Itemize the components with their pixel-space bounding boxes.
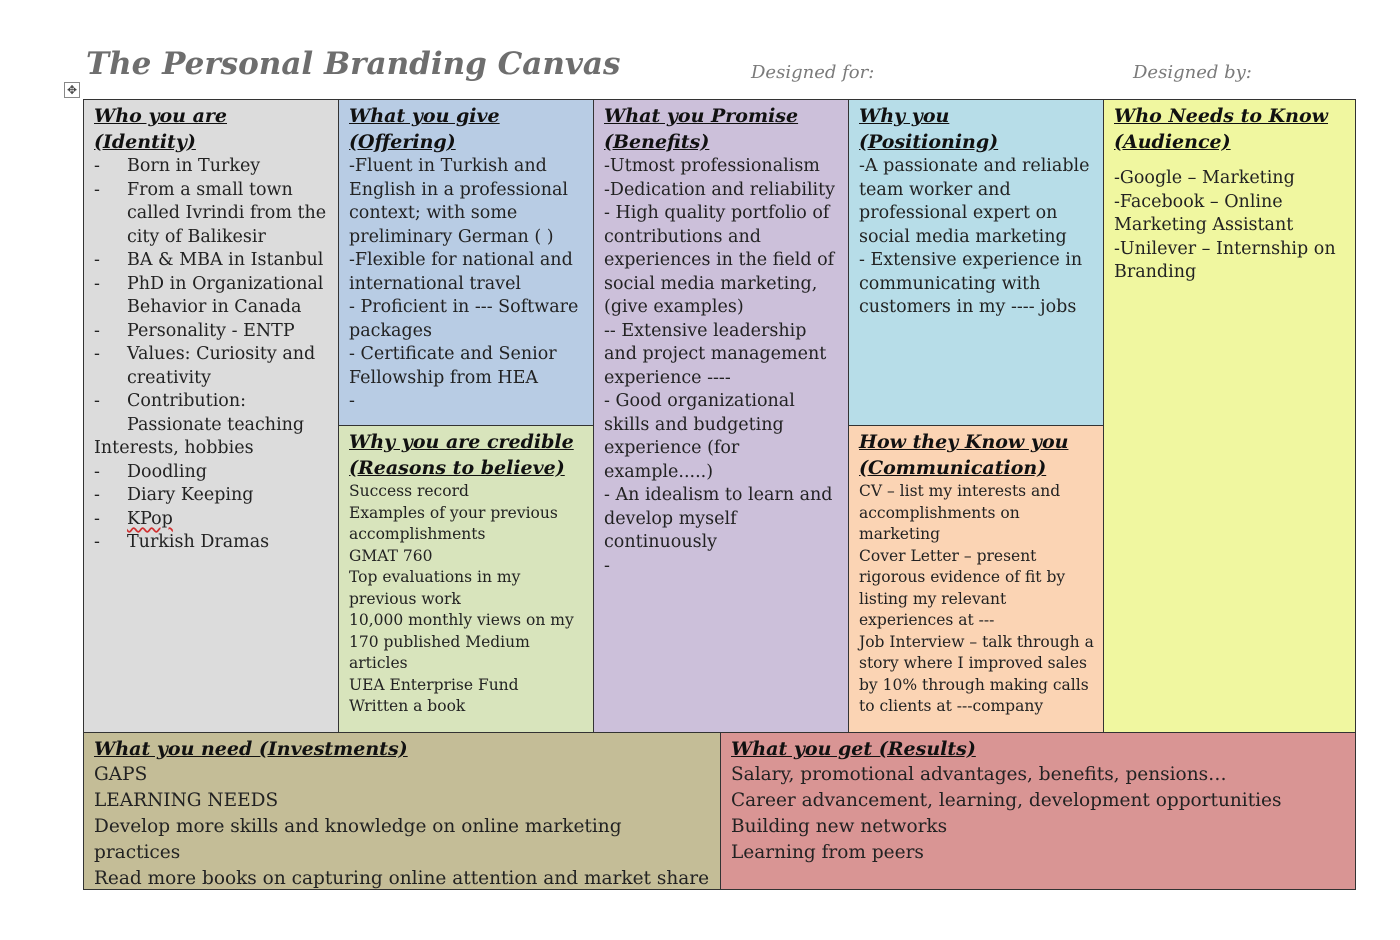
list-item: - High quality portfolio of contribution… — [604, 203, 835, 317]
audience-heading: Who Needs to Know — [1114, 105, 1329, 127]
list-item: Career advancement, learning, developmen… — [731, 790, 1282, 811]
list-item: -Doodling — [94, 461, 207, 482]
list-item: -Contribution: Passionate teaching — [94, 391, 305, 435]
list-item: UEA Enterprise Fund — [349, 675, 519, 694]
list-item: - Proficient in --- Software packages — [349, 297, 579, 341]
list-item: -Personality - ENTP — [94, 320, 295, 341]
list-item: GAPS — [94, 764, 148, 785]
benefits-cell: What you Promise (Benefits) -Utmost prof… — [593, 99, 849, 733]
credible-subheading: (Reasons to believe) — [349, 457, 565, 479]
list-item: 10,000 monthly views on my 170 published… — [349, 611, 574, 672]
investments-text: GAPS LEARNING NEEDS Develop more skills … — [94, 762, 712, 889]
list-item: Job Interview – talk through a story whe… — [859, 632, 1094, 716]
list-item: -Diary Keeping — [94, 485, 254, 505]
offering-text: -Fluent in Turkish and English in a prof… — [349, 155, 585, 414]
investments-cell: What you need (Investments) GAPS LEARNIN… — [83, 732, 721, 890]
list-item: -From a small town called Ivrindi from t… — [94, 179, 327, 247]
positioning-heading: Why you — [859, 105, 950, 127]
list-item: -Utmost professionalism — [604, 156, 820, 176]
list-item: -A passionate and reliable team worker a… — [859, 156, 1090, 247]
list-item: -Dedication and reliability — [604, 179, 836, 200]
credible-cell: Why you are credible (Reasons to believe… — [338, 425, 594, 733]
list-item: Develop more skills and knowledge on onl… — [94, 816, 622, 863]
move-cross-icon[interactable]: ✥ — [64, 82, 80, 98]
interests-heading: Interests, hobbies — [94, 438, 254, 458]
list-item: Success record — [349, 482, 469, 500]
credible-heading: Why you are credible — [349, 431, 574, 453]
list-item: -Unilever – Internship on Branding — [1114, 238, 1336, 283]
list-item: -- Extensive leadership and project mana… — [604, 320, 827, 388]
audience-text: -Google – Marketing -Facebook – Online M… — [1114, 167, 1347, 285]
list-item: -Turkish Dramas — [94, 532, 270, 552]
list-item: -Google – Marketing — [1114, 168, 1295, 188]
list-item: - — [604, 555, 610, 576]
page-title: The Personal Branding Canvas — [86, 46, 621, 82]
results-cell: What you get (Results) Salary, promotion… — [720, 732, 1356, 890]
communication-text: CV – list my interests and accomplishmen… — [859, 481, 1095, 718]
results-text: Salary, promotional advantages, benefits… — [731, 762, 1347, 866]
communication-cell: How they Know you (Communication) CV – l… — [848, 425, 1104, 733]
list-item: Learning from peers — [731, 842, 924, 863]
list-item: - Extensive experience in communicating … — [859, 250, 1083, 317]
list-item: -PhD in Organizational Behavior in Canad… — [94, 273, 324, 318]
communication-subheading: (Communication) — [859, 457, 1047, 479]
positioning-cell: Why you (Positioning) -A passionate and … — [848, 99, 1104, 426]
benefits-text: -Utmost professionalism -Dedication and … — [604, 155, 840, 578]
list-item: -KPop — [94, 508, 173, 529]
list-item: -Fluent in Turkish and English in a prof… — [349, 156, 569, 247]
results-heading: What you get (Results) — [731, 738, 976, 760]
list-item: -Born in Turkey — [94, 156, 261, 176]
list-item: Examples of your previous accomplishment… — [349, 503, 558, 544]
communication-heading: How they Know you — [859, 431, 1069, 453]
offering-subheading: (Offering) — [349, 131, 456, 153]
list-item: - Good organizational skills and budgeti… — [604, 391, 795, 482]
list-item: - An idealism to learn and develop mysel… — [604, 485, 833, 552]
offering-cell: What you give (Offering) -Fluent in Turk… — [338, 99, 594, 426]
list-item: -Facebook – Online Marketing Assistant — [1114, 191, 1294, 236]
list-item: -Values: Curiosity and creativity — [94, 344, 316, 388]
identity-cell: Who you are (Identity) -Born in Turkey -… — [83, 99, 339, 733]
list-item: - — [349, 391, 355, 411]
identity-heading: Who you are — [94, 105, 227, 127]
benefits-heading: What you Promise — [604, 105, 799, 127]
positioning-text: -A passionate and reliable team worker a… — [859, 155, 1095, 320]
list-item: CV – list my interests and accomplishmen… — [859, 482, 1061, 543]
identity-subheading: (Identity) — [94, 131, 196, 153]
list-item: Cover Letter – present rigorous evidence… — [859, 546, 1066, 630]
list-item: Written a book — [349, 697, 466, 715]
audience-cell: Who Needs to Know (Audience) -Google – M… — [1103, 99, 1356, 733]
designed-by-label: Designed by: — [1133, 62, 1252, 83]
list-item: -BA & MBA in Istanbul — [94, 250, 324, 270]
credible-text: Success record Examples of your previous… — [349, 481, 585, 718]
list-item: Top evaluations in my previous work — [349, 568, 521, 608]
positioning-subheading: (Positioning) — [859, 131, 999, 153]
list-item: Building new networks — [731, 816, 948, 837]
list-item: - Certificate and Senior Fellowship from… — [349, 344, 557, 388]
list-item: LEARNING NEEDS — [94, 790, 279, 811]
list-item: Salary, promotional advantages, benefits… — [731, 764, 1227, 785]
list-item: GMAT 760 — [349, 546, 433, 565]
benefits-subheading: (Benefits) — [604, 131, 710, 153]
offering-heading: What you give — [349, 105, 500, 127]
list-item: Read more books on capturing online atte… — [94, 868, 710, 889]
designed-for-label: Designed for: — [751, 62, 875, 83]
investments-heading: What you need (Investments) — [94, 738, 408, 760]
audience-subheading: (Audience) — [1114, 131, 1231, 153]
identity-list: -Born in Turkey -From a small town calle… — [94, 155, 330, 555]
list-item: -Flexible for national and international… — [349, 250, 573, 294]
